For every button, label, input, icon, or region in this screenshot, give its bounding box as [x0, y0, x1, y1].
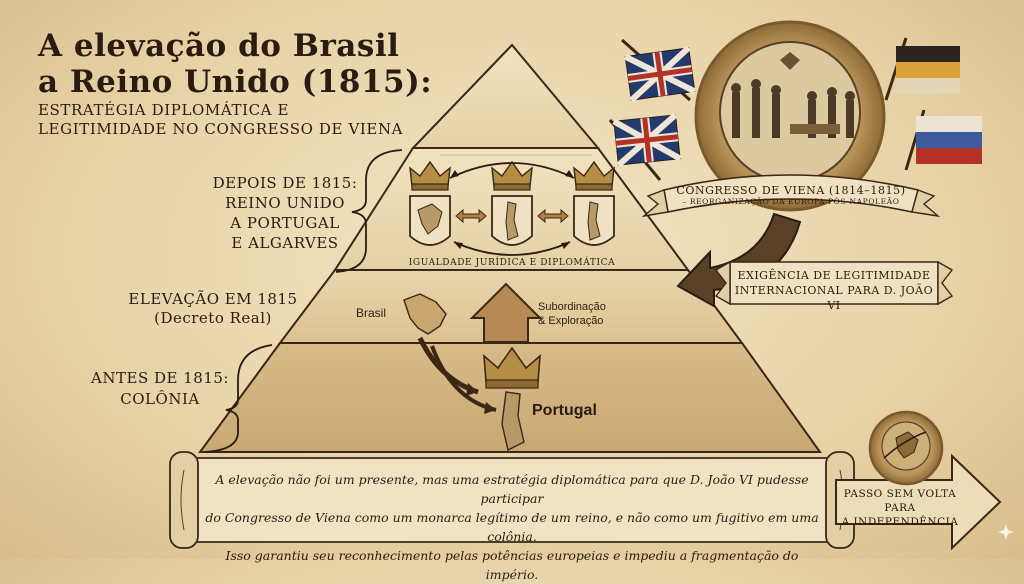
after-line-1: DEPOIS DE 1815: [212, 174, 358, 192]
crown-middle-icon [491, 160, 533, 191]
after-line-3: A PORTUGAL [230, 214, 340, 232]
scroll-line-2: do Congresso de Viena como um monarca le… [205, 510, 819, 544]
title-line-1: A elevação do Brasil [38, 28, 400, 64]
arc-arrow-bottom [453, 241, 571, 256]
crown-left-icon [409, 160, 451, 191]
independence-text: PASSO SEM VOLTA PARA A INDEPENDÊNCIA [838, 487, 962, 529]
label-before-1815: ANTES DE 1815: COLÔNIA [80, 368, 240, 410]
brasil-label: Brasil [356, 306, 387, 320]
demand-line-1: EXIGÊNCIA DE LEGITIMIDADE [737, 269, 931, 282]
diagram-illustration [169, 20, 1014, 551]
union-flag-bottom-icon [608, 112, 682, 181]
label-elevation-1815: ELEVAÇÃO EM 1815 (Decreto Real) [128, 290, 298, 328]
portugal-map-icon [501, 391, 525, 452]
delegates-icon [731, 79, 855, 138]
independence-line-2: A INDEPENDÊNCIA [841, 516, 959, 528]
congress-line-2: – REORGANIZAÇÃO DA EUROPA PÓS-NAPOLEÃO [682, 197, 900, 206]
independence-line-1: PASSO SEM VOLTA PARA [843, 488, 957, 514]
demand-line-2: INTERNACIONAL PARA D. JOÃO VI [734, 284, 934, 312]
sparkle-icon [998, 524, 1014, 540]
subordination-line-1: Subordinação [538, 301, 606, 313]
independence-seal [868, 410, 944, 486]
pyramid-top-band [410, 43, 601, 149]
crown-right-icon [573, 160, 615, 191]
crowns-shields [409, 160, 615, 256]
before-line-1: ANTES DE 1815: [91, 369, 229, 387]
subtitle-line-1: ESTRATÉGIA DIPLOMÁTICA E [38, 101, 290, 119]
elevation-figures [403, 282, 543, 343]
portugal-label: Portugal [532, 402, 597, 419]
after-line-4: E ALGARVES [231, 234, 339, 252]
congress-seal [608, 20, 982, 218]
brace-before [204, 344, 273, 453]
elevation-line-2: (Decreto Real) [154, 309, 272, 327]
congress-ribbon-text: CONGRESSO DE VIENA (1814–1815) – REORGAN… [672, 184, 910, 206]
brasil-map-icon [403, 293, 447, 335]
portugal-crown-icon [483, 346, 541, 389]
double-arrow-left-icon [455, 208, 487, 224]
up-arrow-icon [469, 282, 543, 343]
subtitle-line-2: LEGITIMIDADE NO CONGRESSO DE VIENA [38, 120, 404, 138]
big-curved-arrow [676, 212, 802, 308]
scroll-line-1: A elevação não foi um presente, mas uma … [215, 472, 809, 506]
austrian-flag-icon [884, 37, 960, 101]
brace-after [335, 149, 403, 273]
demand-ribbon [714, 260, 954, 306]
elevation-line-1: ELEVAÇÃO EM 1815 [128, 290, 298, 308]
colony-figures [417, 336, 541, 452]
equality-label: IGUALDADE JURÍDICA E DIPLOMÁTICA [408, 258, 616, 268]
page-subtitle: ESTRATÉGIA DIPLOMÁTICA E LEGITIMIDADE NO… [38, 101, 403, 139]
before-line-2: COLÔNIA [120, 390, 200, 408]
page-title: A elevação do Brasil a Reino Unido (1815… [38, 28, 432, 100]
label-after-1815: DEPOIS DE 1815: REINO UNIDO A PORTUGAL E… [205, 173, 365, 253]
level-braces [204, 149, 403, 453]
congress-line-1: CONGRESSO DE VIENA (1814–1815) [676, 184, 906, 197]
russian-flag-icon [904, 109, 982, 171]
scroll-line-3: Isso garantiu seu reconhecimento pelas p… [225, 548, 799, 582]
subordination-label: Subordinação & Exploração [538, 300, 606, 328]
scroll-text: A elevação não foi um presente, mas uma … [198, 470, 826, 584]
after-line-2: REINO UNIDO [225, 194, 345, 212]
union-flag-top-icon [621, 38, 697, 103]
subordination-line-2: & Exploração [538, 315, 604, 327]
title-line-2: a Reino Unido (1815): [38, 64, 433, 100]
demand-text: EXIGÊNCIA DE LEGITIMIDADE INTERNACIONAL … [730, 268, 938, 313]
eagle-emblem-icon [780, 52, 800, 70]
independence-arrow [835, 453, 1002, 551]
double-arrow-right-icon [537, 208, 569, 224]
arc-arrow-top [449, 162, 575, 179]
break-arrow-icon [883, 431, 927, 459]
